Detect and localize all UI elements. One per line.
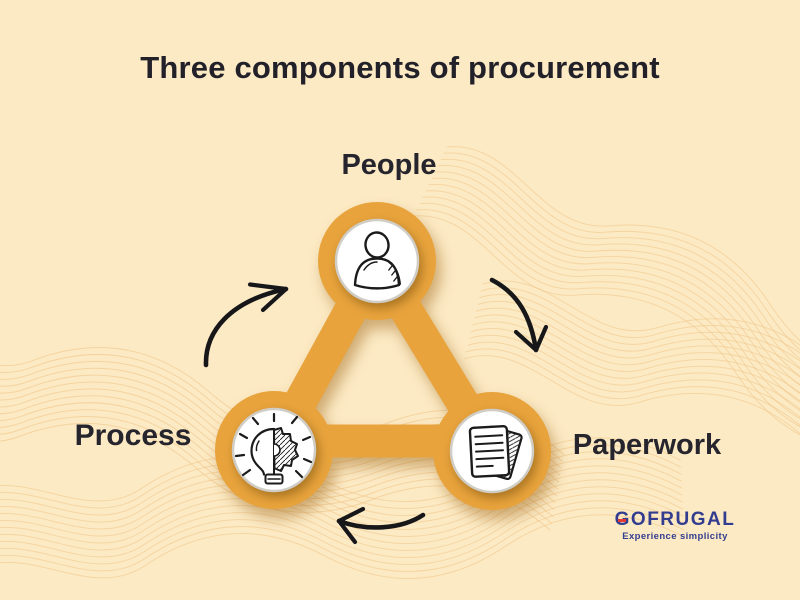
logo-tagline: Experience simplicity bbox=[622, 531, 728, 542]
logo-wordmark-text: GOFRUGAL bbox=[614, 509, 736, 530]
person-icon bbox=[353, 231, 401, 290]
cycle-arrows bbox=[203, 277, 549, 545]
logo-g-dash bbox=[617, 519, 626, 523]
gofrugal-logo: GOFRUGAL Experience simplicity bbox=[600, 510, 750, 543]
lightbulb-gear-icon bbox=[234, 412, 313, 485]
node-label-process: Process bbox=[74, 419, 192, 452]
node-label-paperwork: Paperwork bbox=[572, 429, 722, 461]
node-label-people: People bbox=[341, 149, 437, 181]
medallion-people bbox=[334, 218, 420, 304]
logo-wordmark: GOFRUGAL bbox=[615, 510, 736, 530]
curved-arrow-up-right-icon bbox=[203, 282, 289, 368]
documents-icon bbox=[468, 425, 523, 480]
curved-arrow-left-icon bbox=[336, 506, 426, 545]
page-title: Three components of procurement bbox=[140, 50, 660, 85]
curved-arrow-down-right-icon bbox=[489, 277, 549, 353]
